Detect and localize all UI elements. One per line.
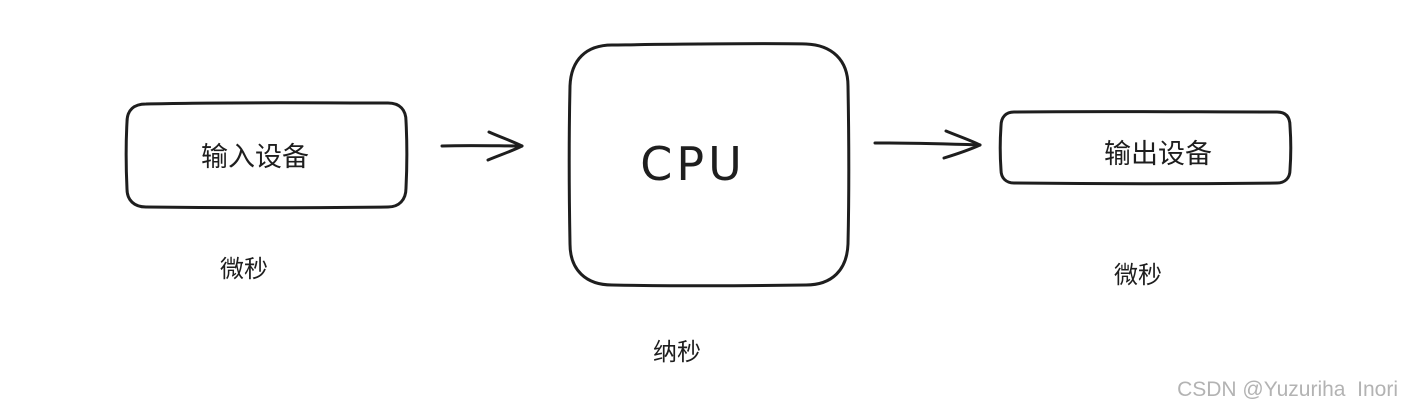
cpu-box: [567, 42, 851, 288]
input-device-node: 输入设备: [124, 101, 409, 210]
cpu-time-label: 纳秒: [653, 338, 701, 366]
output-device-label: 输出设备: [1104, 139, 1212, 170]
input-device-label: 输入设备: [201, 142, 309, 173]
arrow-cpu-to-output: [873, 129, 982, 160]
arrow-input-to-cpu: [440, 130, 524, 162]
cpu-node: CPU: [567, 42, 851, 288]
output-device-box: [998, 110, 1293, 186]
input-device-box: [124, 101, 409, 210]
output-time-label: 微秒: [1114, 261, 1162, 289]
watermark: CSDN @Yuzuriha Inori: [1177, 378, 1398, 401]
cpu-label: CPU: [640, 137, 746, 191]
input-time-label: 微秒: [220, 255, 268, 283]
output-device-node: 输出设备: [998, 110, 1293, 186]
